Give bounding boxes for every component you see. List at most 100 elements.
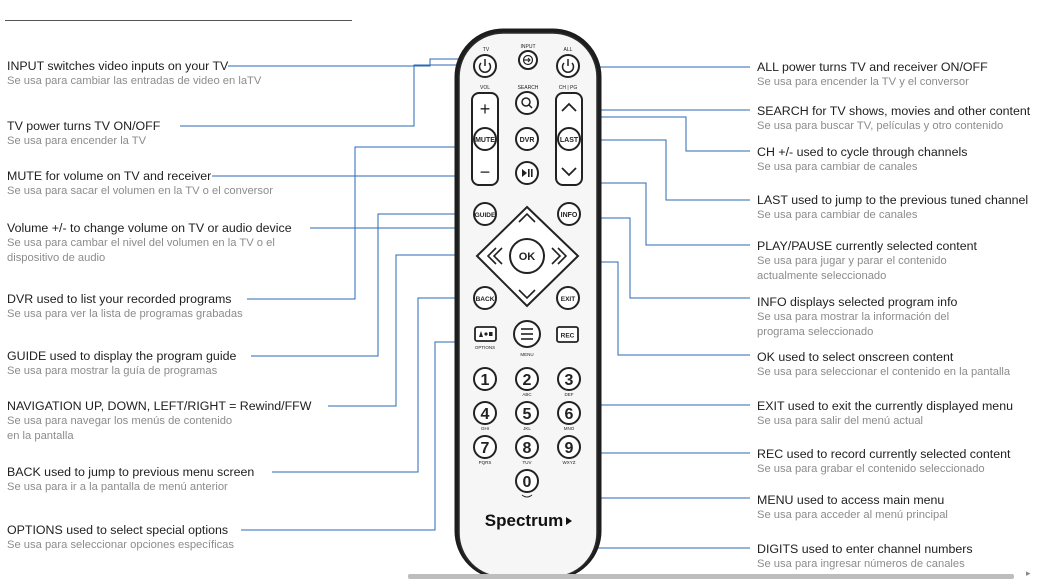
back-label: BACK (476, 296, 495, 303)
digit-letters: MNO (564, 426, 575, 431)
options-button[interactable] (474, 326, 497, 342)
search-icon (521, 97, 533, 109)
callout-spanish-text: Se usa para cambiar de canales (757, 161, 918, 173)
play-pause-button[interactable] (515, 161, 539, 185)
brand-logo: Spectrum (485, 511, 563, 530)
callout-title: REC used to record currently selected co… (757, 447, 1011, 461)
rec-button[interactable]: REC (556, 326, 579, 343)
digit-0-button[interactable]: 0 (515, 469, 539, 493)
left-callout: Volume +/- to change volume on TV or aud… (7, 221, 292, 266)
back-button[interactable]: BACK (473, 286, 497, 310)
callout-spanish-text: Se usa para cambar el nivel del volumen … (7, 237, 275, 249)
callout-title: DVR used to list your recorded programs (7, 292, 232, 306)
callout-spanish-text: Se usa para salir del menú actual (757, 415, 924, 427)
left-callout: NAVIGATION UP, DOWN, LEFT/RIGHT = Rewind… (7, 399, 311, 444)
search-button[interactable] (515, 91, 539, 115)
left-callout: BACK used to jump to previous menu scree… (7, 465, 254, 495)
digit-label: 0 (523, 474, 532, 491)
all-label: ALL (564, 47, 573, 53)
scroll-right-icon[interactable]: ▸ (1026, 569, 1031, 579)
digit-letters: DEF (565, 392, 574, 397)
last-label: LAST (560, 137, 579, 144)
mute-button[interactable]: MUTE (473, 127, 497, 151)
vol-label: VOL (480, 85, 490, 91)
callout-spanish-text: Se usa para cambiar de canales (757, 209, 918, 221)
callout-spanish-text-line2: dispositivo de audio (7, 252, 106, 264)
info-button[interactable]: INFO (557, 202, 581, 226)
options-icon (479, 331, 493, 337)
callout-spanish-text-line2: programa seleccionado (757, 326, 874, 338)
leader-tv-power (180, 64, 476, 127)
nav-left-button[interactable] (486, 247, 503, 265)
all-power-button[interactable] (556, 54, 580, 78)
top-divider (5, 20, 352, 21)
horizontal-scrollbar[interactable] (408, 574, 1014, 579)
leader-back (272, 297, 470, 473)
right-callout: SEARCH for TV shows, movies and other co… (757, 104, 1030, 134)
callout-title: NAVIGATION UP, DOWN, LEFT/RIGHT = Rewind… (7, 399, 312, 413)
digit-letters: GHI (481, 426, 489, 431)
callout-title: EXIT used to exit the currently displaye… (757, 399, 1013, 413)
last-button[interactable]: LAST (557, 127, 581, 151)
channel-down-button[interactable] (561, 167, 577, 177)
nav-down-button[interactable] (518, 289, 536, 300)
digit-label: 1 (481, 372, 490, 389)
dvr-button[interactable]: DVR (515, 127, 539, 151)
callout-spanish-text: Se usa para jugar y parar el contenido (757, 255, 947, 267)
guide-button[interactable]: GUIDE (473, 202, 497, 226)
channel-up-button[interactable] (561, 102, 577, 112)
play-pause-icon (522, 169, 533, 177)
ok-button[interactable]: OK (509, 238, 545, 274)
input-icon (522, 54, 534, 66)
tv-power-button[interactable] (473, 54, 497, 78)
input-button[interactable] (518, 50, 538, 70)
nav-right-button[interactable] (551, 247, 568, 265)
callout-spanish-text: Se usa para ir a la pantalla de menú ant… (7, 481, 228, 493)
rec-label: REC (561, 333, 575, 340)
nav-up-button[interactable] (518, 212, 536, 223)
volume-up-button[interactable]: + (480, 99, 491, 119)
digit-label: 4 (481, 406, 490, 423)
leader-navigation (328, 254, 500, 407)
digit-1-button[interactable]: 1 (473, 367, 497, 391)
callout-title: INPUT switches video inputs on your TV (7, 59, 229, 73)
leader-guide (251, 213, 472, 357)
menu-icon (521, 328, 533, 340)
menu-button[interactable] (513, 320, 541, 348)
callout-title: MUTE for volume on TV and receiver (7, 169, 212, 183)
callout-spanish-text: Se usa para mostrar la guía de programas (7, 365, 218, 377)
right-callout: EXIT used to exit the currently displaye… (757, 399, 1013, 429)
callout-title: Volume +/- to change volume on TV or aud… (7, 221, 292, 235)
callout-spanish-text-line2: en la pantalla (7, 430, 74, 442)
callout-spanish-text: Se usa para grabar el contenido seleccio… (757, 463, 985, 475)
digit-label: 5 (523, 406, 532, 423)
digit-letters: JKL (523, 426, 531, 431)
options-label: OPTIONS (475, 345, 495, 350)
callout-title: BACK used to jump to previous menu scree… (7, 465, 255, 479)
exit-button[interactable]: EXIT (556, 286, 580, 310)
callout-title: ALL power turns TV and receiver ON/OFF (757, 60, 988, 74)
callout-spanish-text: Se usa para buscar TV, películas y otro … (757, 120, 1004, 132)
leader-ch (583, 116, 750, 152)
leader-exit (578, 299, 750, 406)
callout-spanish-text: Se usa para seleccionar el contenido en … (757, 366, 1011, 378)
volume-down-button[interactable]: − (480, 162, 491, 182)
callout-spanish-text: Se usa para sacar el volumen en la TV o … (7, 185, 273, 197)
callout-title: GUIDE used to display the program guide (7, 349, 237, 363)
